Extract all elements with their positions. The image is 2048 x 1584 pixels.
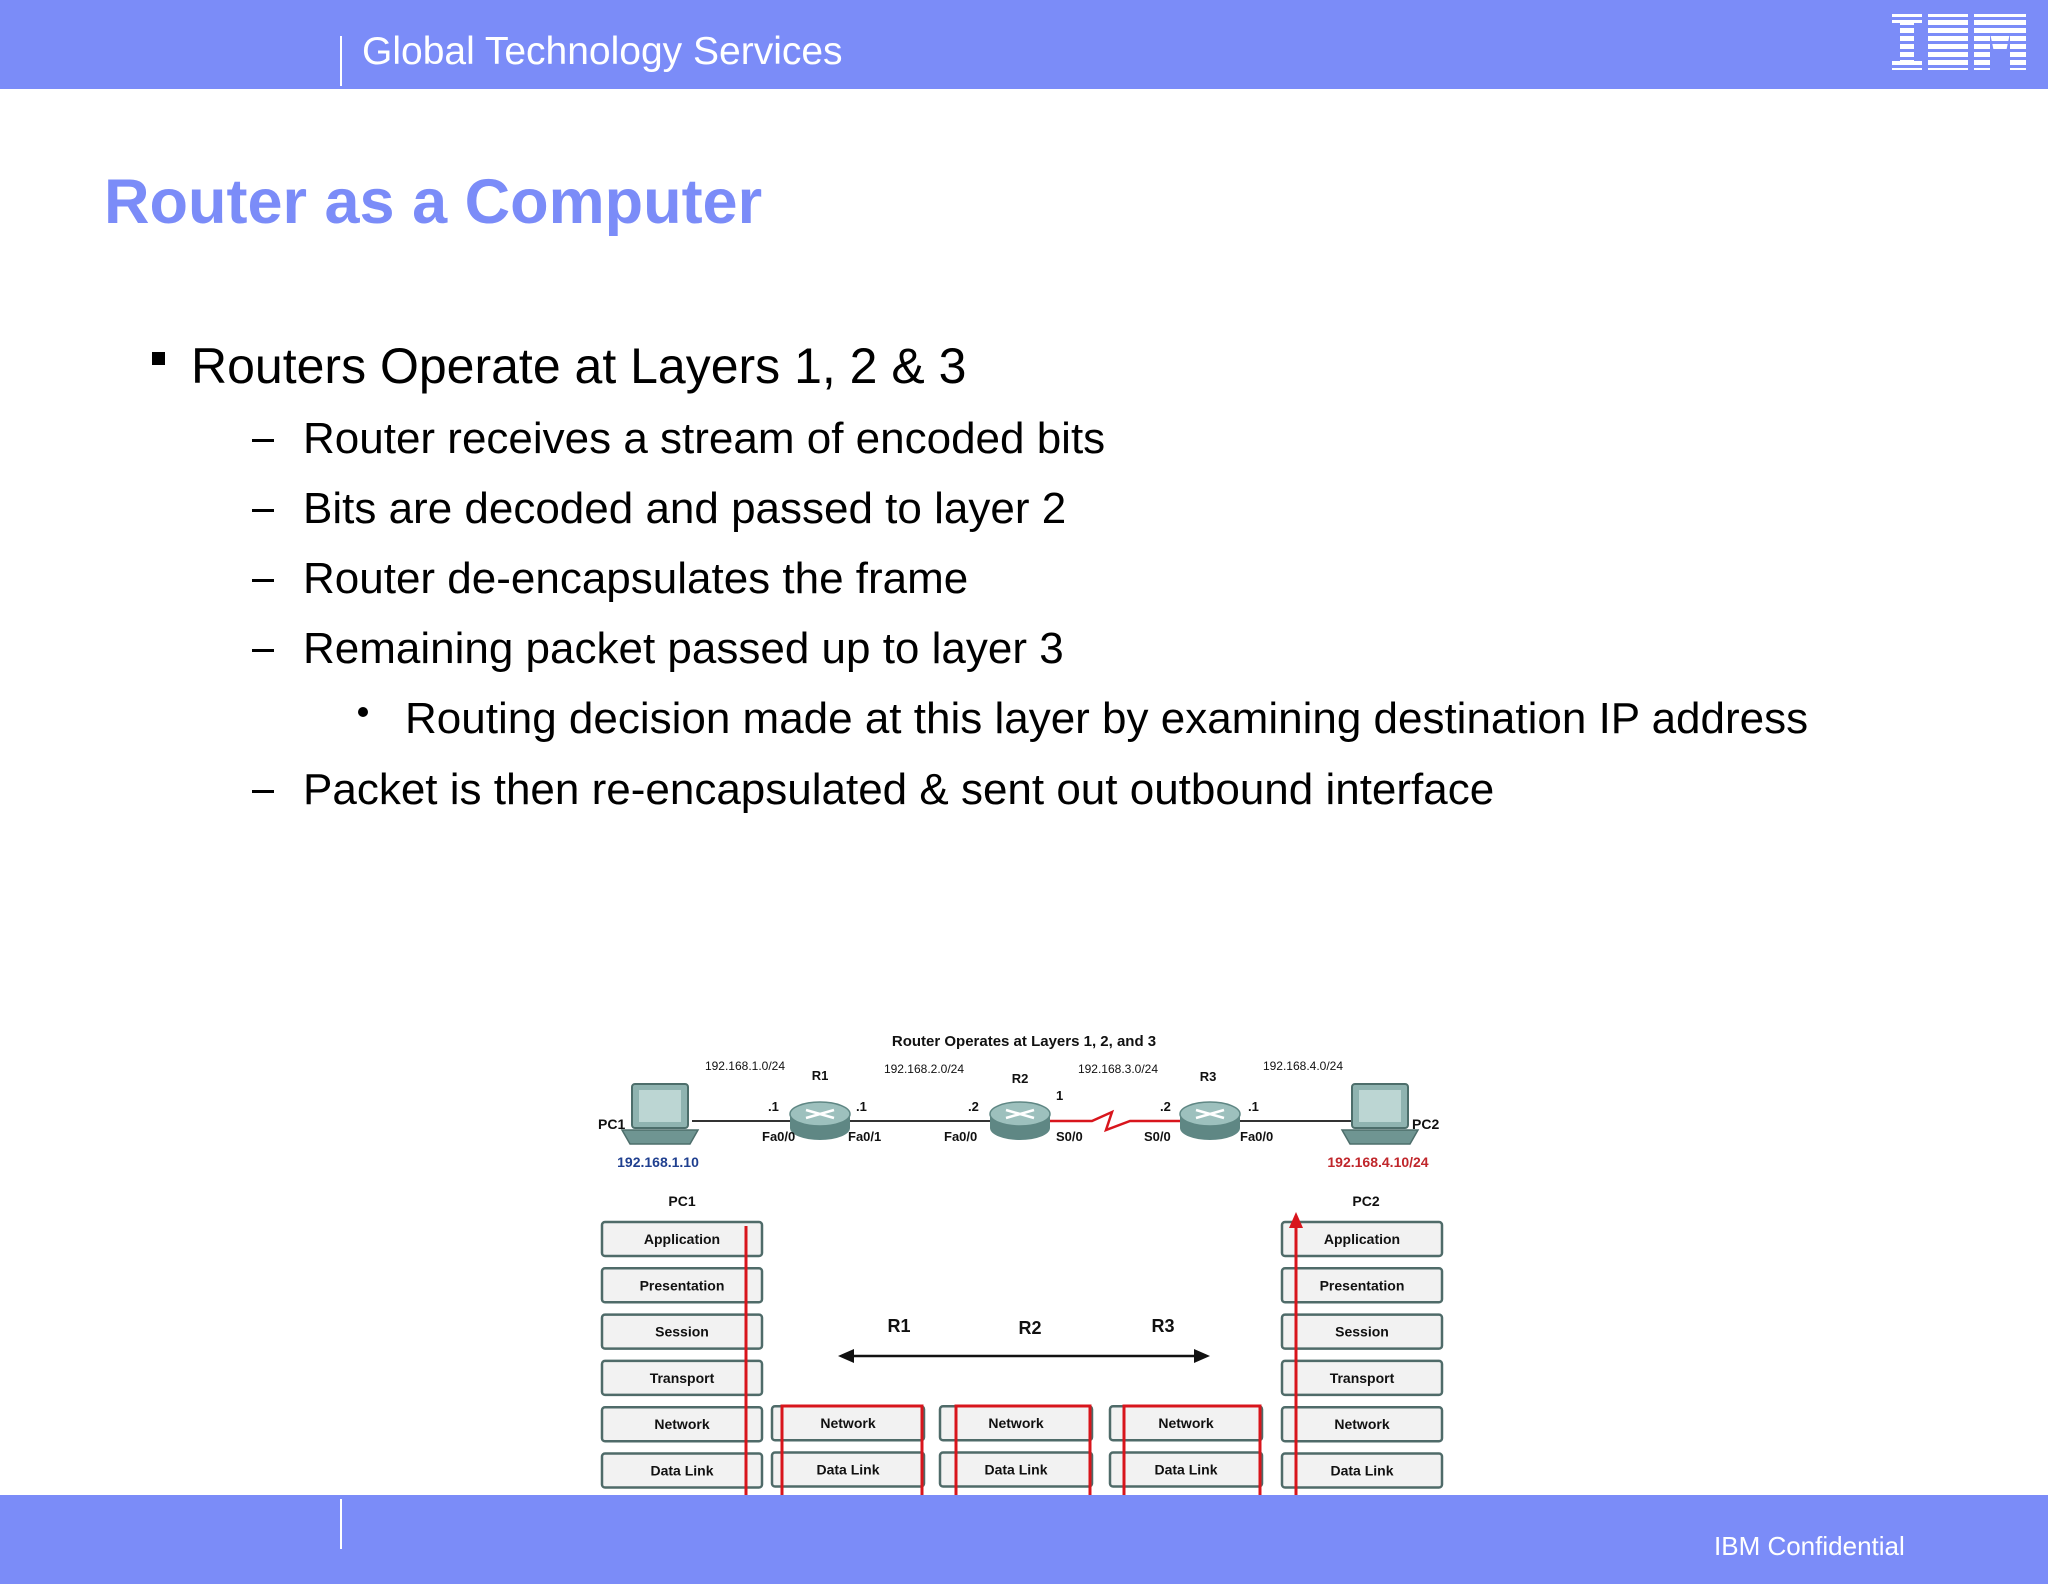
bullet-level2: Remaining packet passed up to layer 3 [303,624,1064,673]
octet-label: 1 [1056,1088,1063,1103]
square-bullet-marker [152,352,165,365]
layer-label: Network [820,1415,875,1431]
dot-bullet-marker [358,707,368,717]
layer-box [600,1405,764,1443]
layer-label: Network [988,1415,1043,1431]
interface-label: Fa0/0 [762,1129,795,1144]
layer-label: Data Link [1154,1462,1217,1478]
layer-box [600,1220,764,1258]
layer-box [600,1267,764,1304]
layer-label: Data Link [1330,1463,1393,1479]
interface-label: S0/0 [1144,1129,1171,1144]
dash-bullet-marker [252,579,274,582]
layer-label: Application [1324,1231,1400,1247]
layer-label: Network [1158,1415,1213,1431]
layer-label: Application [644,1231,720,1247]
layer-label: Network [654,1416,709,1432]
ibm-logo [1892,14,2026,70]
layer-box [1108,1451,1264,1488]
dash-bullet-marker [252,790,274,793]
bullet-level3: Routing decision made at this layer by e… [405,694,1809,743]
interface-label: Fa0/0 [944,1129,977,1144]
layer-box [600,1359,764,1397]
arrow-router-label: R2 [1018,1318,1041,1338]
network-label: 192.168.4.0/24 [1263,1059,1343,1073]
footer-divider [340,1499,342,1549]
layer-box [1280,1452,1444,1489]
arrow-router-label: R3 [1151,1316,1174,1336]
layer-label: Data Link [984,1462,1047,1478]
network-label: 192.168.2.0/24 [884,1062,964,1076]
layer-box [1280,1405,1444,1443]
layer-label: Transport [1330,1370,1395,1386]
pc2-label: PC2 [1412,1116,1439,1132]
pc1-stack-label: PC1 [668,1193,695,1209]
router-label: R3 [1200,1069,1217,1084]
octet-label: .2 [1160,1099,1171,1114]
octet-label: .1 [1248,1099,1259,1114]
bullet-level2: Packet is then re-encapsulated & sent ou… [303,765,1495,814]
interface-label: S0/0 [1056,1129,1083,1144]
pc1-icon [620,1083,700,1145]
double-arrow [838,1349,1210,1363]
bullet-level2: Bits are decoded and passed to layer 2 [303,484,1067,533]
layer-label: Data Link [650,1463,713,1479]
network-label: 192.168.1.0/24 [705,1059,785,1073]
dash-bullet-marker [252,439,274,442]
octet-label: .1 [768,1099,779,1114]
serial-link [1042,1109,1182,1133]
pc1-osi-stack: ApplicationPresentationSessionTransportN… [600,1220,764,1536]
layer-box [600,1313,764,1350]
layer-box [770,1451,926,1488]
footer-bar: IBM Confidential [0,1495,2048,1584]
slide-title: Router as a Computer [104,167,763,237]
interface-label: Fa0/1 [848,1129,881,1144]
layer-box [1280,1267,1444,1304]
pc2-osi-stack: ApplicationPresentationSessionTransportN… [1280,1220,1444,1536]
pc2-icon [1340,1083,1420,1145]
interface-label: Fa0/0 [1240,1129,1273,1144]
network-label: 192.168.3.0/24 [1078,1062,1158,1076]
arrow-router-label: R1 [887,1316,910,1336]
header-divider [340,36,342,86]
octet-label: .1 [856,1099,867,1114]
layer-box [600,1452,764,1489]
layer-label: Session [1335,1324,1389,1340]
confidential-label: IBM Confidential [1714,1531,1905,1561]
packet-path [744,1218,1298,1533]
router-icon [789,1101,851,1140]
layer-label: Network [1334,1416,1389,1432]
layer-box [1280,1313,1444,1350]
pc2-ip: 192.168.4.10/24 [1327,1154,1428,1170]
layer-box [1280,1359,1444,1397]
layer-label: Presentation [1320,1277,1405,1293]
pc1-label: PC1 [598,1116,625,1132]
layer-label: Data Link [816,1462,879,1478]
layer-box [938,1451,1094,1488]
dash-bullet-marker [252,509,274,512]
router-layers-diagram: Router Operates at Layers 1, 2, and 3 19… [592,1018,1448,1538]
bullet-level1: Routers Operate at Layers 1, 2 & 3 [191,338,967,394]
router-label: R2 [1012,1071,1029,1086]
router-icon [989,1101,1051,1140]
pc2-stack-label: PC2 [1352,1193,1379,1209]
bullet-level2: Router de-encapsulates the frame [303,554,969,603]
router-label: R1 [812,1068,829,1083]
header-title: Global Technology Services [362,30,843,73]
dash-bullet-marker [252,649,274,652]
router-icon [1179,1101,1241,1140]
layer-label: Transport [650,1370,715,1386]
pc1-ip: 192.168.1.10 [617,1154,699,1170]
layer-label: Session [655,1324,709,1340]
path-arrowhead [1289,1212,1303,1228]
octet-label: .2 [968,1099,979,1114]
layer-label: Presentation [640,1277,725,1293]
bullet-level2: Router receives a stream of encoded bits [303,414,1106,463]
header-bar: Global Technology Services [0,0,2048,89]
diagram-title: Router Operates at Layers 1, 2, and 3 [892,1033,1156,1050]
diagram-svg: Router Operates at Layers 1, 2, and 3 19… [592,1018,1448,1538]
layer-box [1280,1220,1444,1258]
